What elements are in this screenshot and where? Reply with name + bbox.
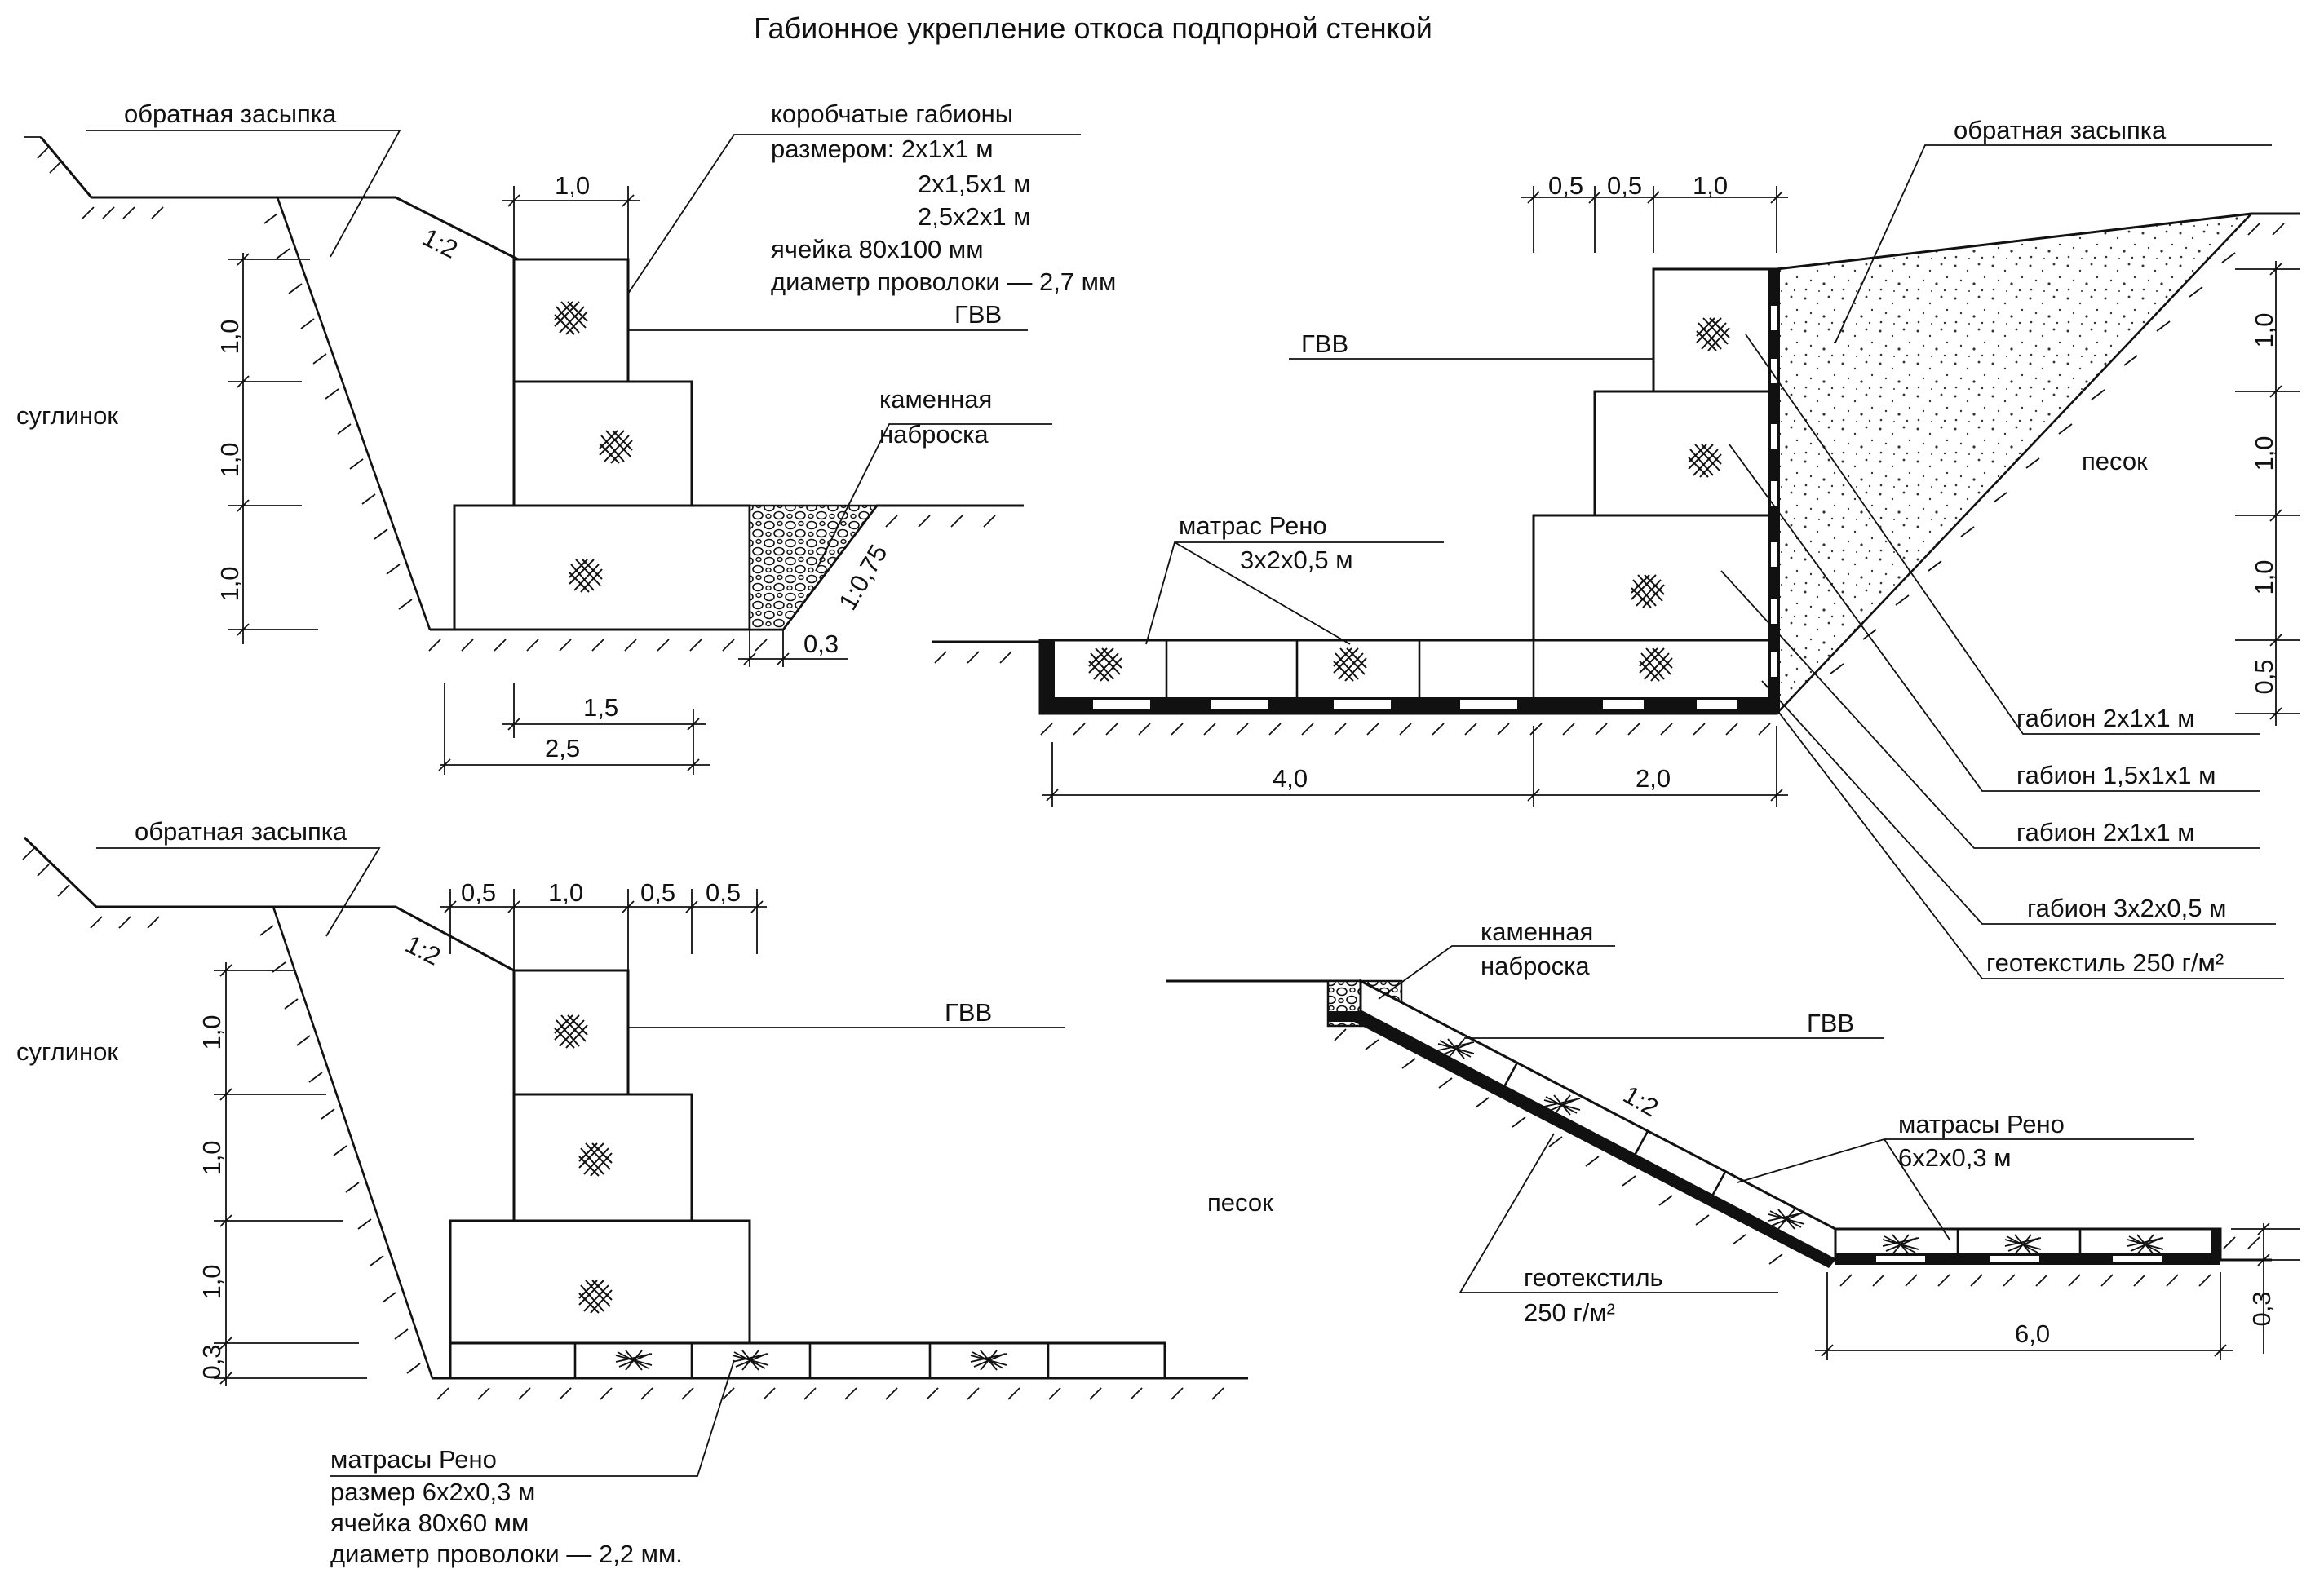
bl-dim-t2: 1,0 bbox=[548, 878, 583, 907]
br-geo-label-2: 250 г/м² bbox=[1524, 1298, 1615, 1327]
br-riprap-label-1: каменная bbox=[1481, 917, 1593, 946]
tl-riprap-label-2: наброска bbox=[879, 420, 989, 449]
bl-reno-mesh: ячейка 80х60 мм bbox=[330, 1509, 529, 1537]
tl-gabion-base bbox=[453, 504, 751, 631]
br-slope-label: 1:2 bbox=[1618, 1080, 1663, 1122]
tl-soil-label: суглинок bbox=[16, 401, 118, 430]
tr-gabion-2 bbox=[1593, 390, 1778, 517]
br-slope-mattress bbox=[1359, 979, 1837, 1262]
bl-dim-v3: 1,0 bbox=[197, 1264, 226, 1299]
tr-dim-r1: 1,0 bbox=[2250, 312, 2278, 347]
bl-gabion-mid bbox=[512, 1093, 693, 1222]
tl-gabions-mesh: ячейка 80х100 мм bbox=[771, 235, 984, 263]
bl-dim-t3: 0,5 bbox=[640, 878, 675, 907]
bl-dim-v1: 1,0 bbox=[197, 1014, 226, 1050]
tr-gabion-3 bbox=[1532, 514, 1778, 642]
tr-dim-t3: 1,0 bbox=[1693, 171, 1728, 200]
bl-dim-v4: 0,3 bbox=[197, 1344, 226, 1379]
tl-dim-v1: 1,0 bbox=[215, 319, 244, 354]
br-dim-len: 6,0 bbox=[2015, 1319, 2050, 1348]
tl-dim-v2: 1,0 bbox=[215, 442, 244, 477]
bl-reno-title: матрасы Рено bbox=[330, 1445, 497, 1474]
tr-dim-t2: 0,5 bbox=[1607, 171, 1642, 200]
tl-gabions-wire: диаметр проволоки — 2,7 мм bbox=[771, 267, 1116, 296]
diagram-top-left: обратная засыпка 1:2 суглинок каменная н… bbox=[16, 99, 1116, 775]
bl-dim-v2: 1,0 bbox=[197, 1140, 226, 1175]
br-gwl-label: ГВВ bbox=[1807, 1009, 1854, 1037]
bl-reno-wire: диаметр проволоки — 2,2 мм. bbox=[330, 1540, 683, 1568]
bl-gwl-label: ГВВ bbox=[945, 998, 992, 1027]
tr-dim-t1: 0,5 bbox=[1548, 171, 1583, 200]
tl-dim-top: 1,0 bbox=[555, 171, 590, 200]
tl-gabions-title: коробчатые габионы bbox=[771, 99, 1013, 128]
tr-dim-r3: 1,0 bbox=[2250, 559, 2278, 594]
tr-legend-2: габион 1,5х1х1 м bbox=[2016, 761, 2216, 789]
tl-gabions-size-2: 2х1,5х1 м bbox=[918, 170, 1031, 198]
br-sand-label: песок bbox=[1207, 1188, 1273, 1217]
tr-dim-b2: 2,0 bbox=[1636, 764, 1671, 793]
br-reno-label-2: 6х2х0,3 м bbox=[1898, 1143, 2012, 1172]
br-reno-label-1: матрасы Рено bbox=[1898, 1110, 2065, 1138]
diagram-top-right: ГВВ матрас Рено 3х2х0,5 м обратная засып… bbox=[932, 116, 2300, 979]
tr-backfill-label: обратная засыпка bbox=[1954, 116, 2167, 144]
tl-gwl-label: ГВВ bbox=[954, 300, 1002, 329]
tr-sand-label: песок bbox=[2082, 447, 2148, 475]
bl-gabion-base bbox=[449, 1219, 751, 1345]
tr-dim-r2: 1,0 bbox=[2250, 435, 2278, 471]
bl-backfill-label: обратная засыпка bbox=[135, 817, 347, 846]
tl-dim-b1: 1,5 bbox=[583, 693, 618, 722]
br-dim-h: 0,3 bbox=[2247, 1291, 2276, 1326]
bl-reno-size: размер 6х2х0,3 м bbox=[330, 1478, 535, 1506]
tr-legend-5: геотекстиль 250 г/м² bbox=[1986, 948, 2224, 977]
diagram-bottom-right: каменная наброска ГВВ 1:2 песок матрасы … bbox=[1166, 917, 2300, 1360]
tr-legend-4: габион 3х2х0,5 м bbox=[2027, 894, 2226, 922]
tl-dim-toe: 0,3 bbox=[803, 630, 839, 658]
tr-dim-r4: 0,5 bbox=[2250, 659, 2278, 694]
bl-dim-t1: 0,5 bbox=[461, 878, 496, 907]
tr-legend-1: габион 2х1х1 м bbox=[2016, 704, 2195, 732]
diagram-bottom-left: обратная засыпка 1:2 суглинок ГВВ 0,5 1,… bbox=[16, 817, 1248, 1568]
bl-reno-mattress bbox=[449, 1341, 1166, 1380]
tr-reno-label-1: матрас Рено bbox=[1179, 511, 1327, 540]
tl-gabions-size-1: размером: 2х1х1 м bbox=[771, 135, 994, 163]
bl-slope-label: 1:2 bbox=[401, 930, 445, 971]
br-geo-label-1: геотекстиль bbox=[1524, 1263, 1663, 1292]
tl-gabions-size-3: 2,5х2х1 м bbox=[918, 202, 1031, 231]
tr-gwl-label: ГВВ bbox=[1301, 329, 1348, 358]
tl-riprap-label-1: каменная bbox=[879, 385, 992, 413]
bl-dim-t4: 0,5 bbox=[706, 878, 741, 907]
sheet-title: Габионное укрепление откоса подпорной ст… bbox=[754, 11, 1432, 45]
tl-dim-v3: 1,0 bbox=[215, 566, 244, 601]
tl-dim-b2: 2,5 bbox=[545, 734, 580, 762]
tr-reno-label-2: 3х2х0,5 м bbox=[1240, 546, 1353, 574]
tr-legend-3: габион 2х1х1 м bbox=[2016, 818, 2195, 846]
bl-gabion-top bbox=[512, 969, 630, 1096]
bl-soil-label: суглинок bbox=[16, 1037, 118, 1066]
tl-gabion-mid bbox=[512, 380, 693, 507]
br-riprap-label-2: наброска bbox=[1481, 952, 1590, 980]
tr-dim-b1: 4,0 bbox=[1273, 764, 1308, 793]
tl-backfill-label: обратная засыпка bbox=[124, 99, 337, 128]
